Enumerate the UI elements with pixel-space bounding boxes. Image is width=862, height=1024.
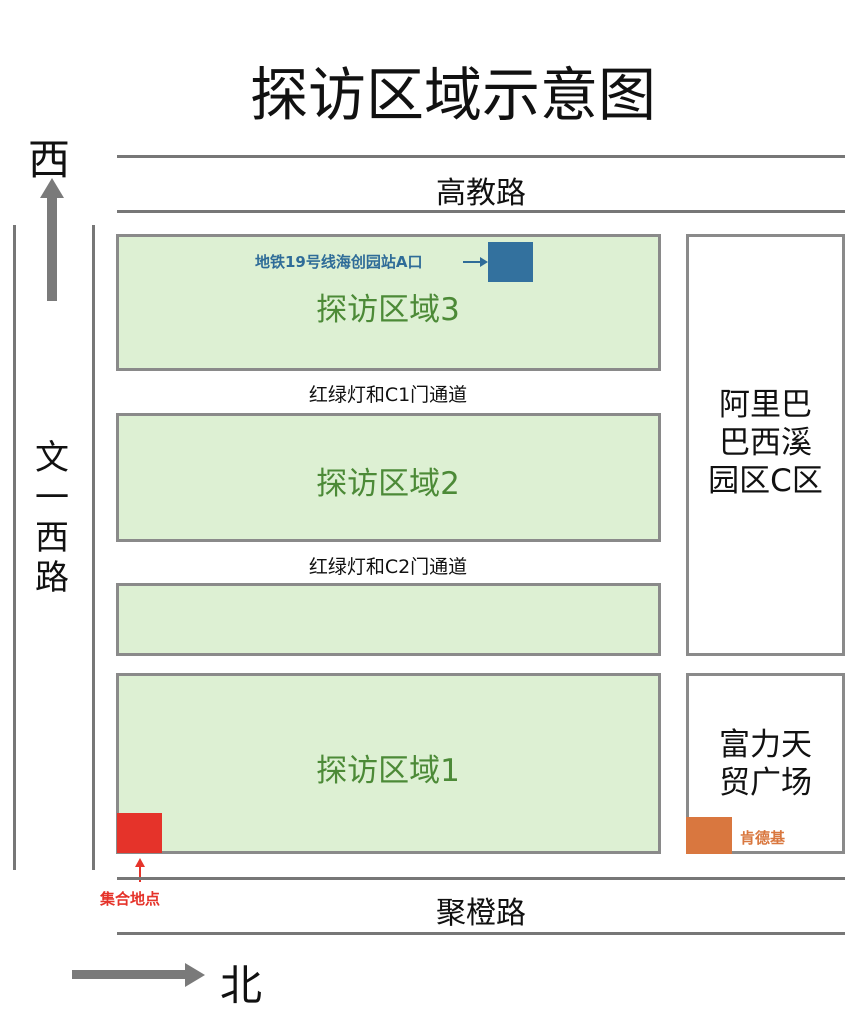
unlabeled-block [116,583,661,656]
west-arrow-icon [47,195,57,301]
left-road-line [13,225,16,870]
zone-2-label: 探访区域2 [316,466,460,502]
meeting-arrow-icon [139,866,141,882]
alibaba-park-label: 阿里巴 巴西溪 园区C区 [686,386,845,500]
metro-arrow-head-icon [480,257,488,267]
alibaba-park-block [686,234,845,656]
zone-3-block [116,234,661,371]
passage-c1-label: 红绿灯和C1门通道 [308,384,468,406]
bottom-road-line [117,877,845,880]
meeting-point-label: 集合地点 [100,890,161,908]
metro-exit-marker [488,242,533,282]
road-label-top: 高教路 [436,176,526,211]
kfc-label: 肯德基 [740,829,786,847]
road-char: 路 [35,558,69,598]
road-label-bottom: 聚橙路 [436,896,526,931]
page-title: 探访区域示意图 [249,61,656,129]
road-label-left: 文 一 西 路 [32,438,72,598]
top-road-line [117,155,845,158]
north-label: 北 [220,961,263,1010]
passage-c2-label: 红绿灯和C2门通道 [308,556,468,578]
label-line: 园区C区 [708,463,823,499]
zone-2-block [116,413,661,542]
label-line: 阿里巴 [719,387,812,423]
label-line: 巴西溪 [719,425,812,461]
metro-label: 地铁19号线海创园站A口 [255,253,423,271]
north-arrow-icon [72,970,186,979]
road-char: 西 [35,518,69,558]
bottom-road-line [117,932,845,935]
road-char: 一 [35,478,69,518]
fuli-plaza-label: 富力天 贸广场 [686,726,845,802]
north-arrow-head-icon [185,963,205,987]
meeting-arrow-head-icon [135,858,145,867]
label-line: 富力天 [719,727,812,763]
top-road-line [117,210,845,213]
metro-arrow-icon [463,261,481,263]
zone-1-block [116,673,661,854]
zone-3-label: 探访区域3 [316,292,460,328]
zone-1-label: 探访区域1 [316,753,460,789]
left-road-line [92,225,95,870]
west-arrow-head-icon [40,178,64,198]
road-char: 文 [35,438,69,478]
kfc-marker [686,817,732,854]
west-label: 西 [28,135,71,184]
label-line: 贸广场 [719,765,812,801]
meeting-point-marker [117,813,162,853]
